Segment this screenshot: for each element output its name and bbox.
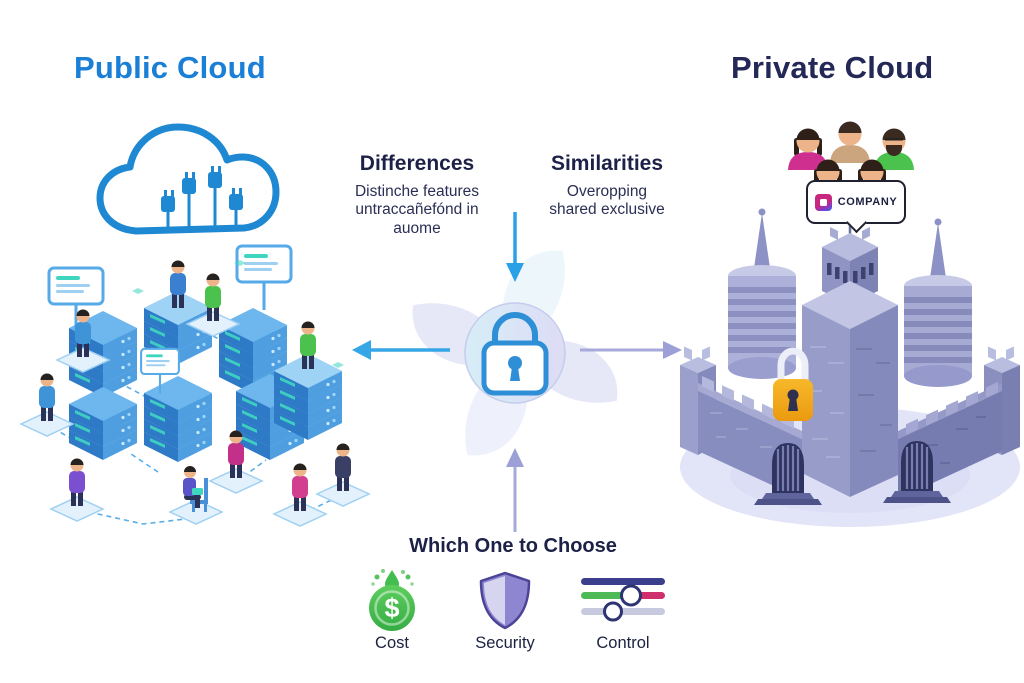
similarities-heading: Similarities <box>550 152 664 175</box>
choose-item-control: Control <box>568 568 678 653</box>
company-label: COMPANY <box>837 196 898 208</box>
choose-item-security: Security <box>450 568 560 653</box>
arrow-down <box>506 212 524 282</box>
decor-diamonds <box>132 260 344 368</box>
cloud-plugs-icon <box>161 166 243 230</box>
security-label: Security <box>475 634 535 652</box>
padlock-icon <box>773 347 813 421</box>
monitor-icon <box>235 244 293 312</box>
differences-subtitle-line: untraccañefónd in <box>355 201 479 219</box>
server-stack <box>69 387 137 460</box>
similarities-subtitle-line: shared exclusive <box>549 201 665 219</box>
differences-subtitle-line: auome <box>393 219 441 237</box>
arrow-up <box>506 448 524 532</box>
differences-heading: Differences <box>359 152 475 175</box>
server-stack <box>274 354 342 440</box>
castle-tower-right <box>904 218 972 387</box>
control-label: Control <box>596 634 650 652</box>
dollar-coin-icon: $ <box>369 569 415 631</box>
company-people-group <box>788 121 914 201</box>
sliders-icon <box>581 578 665 622</box>
platform <box>20 411 74 437</box>
public-cloud-illustration <box>20 123 370 527</box>
castle <box>680 208 1020 505</box>
similarities-block: Similarities Overopping shared exclusive <box>522 152 692 220</box>
private-cloud-title: Private Cloud <box>731 50 934 85</box>
svg-text:$: $ <box>384 593 399 623</box>
cost-label: Cost <box>375 634 409 652</box>
company-logo-icon <box>814 193 832 211</box>
differences-block: Differences Distinche features untraccañ… <box>332 152 502 238</box>
platform <box>50 496 104 522</box>
castle-gate-left <box>754 443 822 505</box>
cloud-icon <box>96 123 280 235</box>
server-stack <box>144 376 212 462</box>
private-cloud-illustration <box>680 121 1020 527</box>
arrow-left <box>352 340 450 360</box>
server-stack <box>144 291 212 364</box>
lock-icon <box>481 312 549 396</box>
choose-heading: Which One to Choose <box>409 535 617 557</box>
arrow-right <box>580 341 682 359</box>
seated-person <box>183 466 208 512</box>
similarities-subtitle-line: Overopping <box>566 183 648 200</box>
center-graphic <box>352 212 682 532</box>
public-cloud-title: Public Cloud <box>74 50 266 85</box>
choose-item-cost: $ Cost <box>337 568 447 653</box>
castle-gate-right <box>883 441 951 503</box>
similarities-subtitle: Overopping shared exclusive <box>522 183 692 220</box>
differences-subtitle: Distinche features untraccañefónd in auo… <box>332 183 502 238</box>
differences-subtitle-line: Distinche features <box>354 183 480 200</box>
castle-keep <box>802 281 898 497</box>
company-bubble: COMPANY <box>806 180 906 224</box>
shield-icon <box>479 571 531 630</box>
platform <box>209 468 263 494</box>
